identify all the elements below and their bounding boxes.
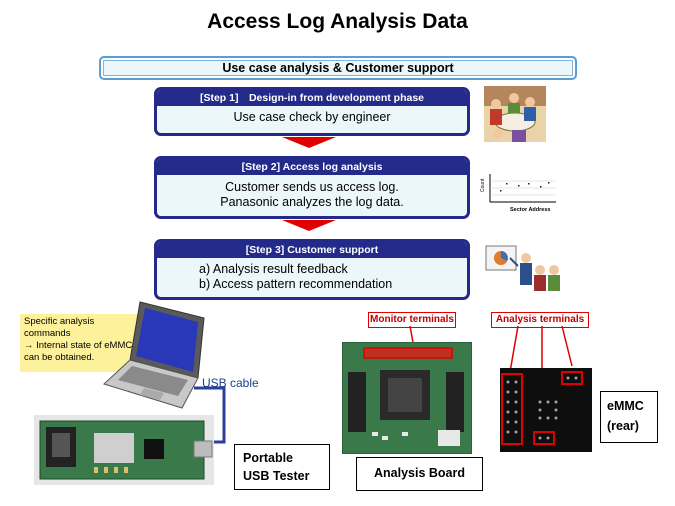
down-arrow-1 <box>282 137 336 148</box>
presentation-clipart-image <box>482 244 562 294</box>
monitor-terminals-tag: Monitor terminals <box>368 312 456 328</box>
step-3-box: [Step 3] Customer support a) Analysis re… <box>154 239 470 300</box>
emmc-line-1: eMMC <box>607 399 644 413</box>
analysis-commands-note: Specific analysis commands → Internal st… <box>20 314 138 372</box>
chart-xlabel: Sector Address <box>510 207 550 213</box>
down-arrow-2 <box>282 220 336 231</box>
step-2-line-1: Customer sends us access log. <box>225 180 399 194</box>
analysis-terminals-tag: Analysis terminals <box>491 312 589 328</box>
meeting-clipart-image <box>484 86 546 142</box>
usb-tester-board-image <box>34 415 214 485</box>
step-2-header: [Step 2] Access log analysis <box>157 159 467 175</box>
usb-cable-label: USB cable <box>202 376 259 390</box>
usb-tester-line-2: USB Tester <box>243 469 310 483</box>
note-line-1: Specific analysis <box>24 316 95 327</box>
note-line-3: → Internal state of eMMC <box>24 340 133 351</box>
page-title: Access Log Analysis Data <box>207 10 468 33</box>
chart-ylabel: Count <box>480 178 486 192</box>
step-2-box: [Step 2] Access log analysis Customer se… <box>154 156 470 219</box>
laptop-image <box>103 301 205 409</box>
usb-tester-line-1: Portable <box>243 451 294 465</box>
emmc-rear-label: eMMC (rear) <box>600 391 658 443</box>
note-line-4: can be obtained. <box>24 352 95 363</box>
step-1-line-1: Use case check by engineer <box>233 110 391 124</box>
portable-usb-tester-label: Portable USB Tester <box>234 444 330 490</box>
note-line-2: commands <box>24 328 71 339</box>
use-case-banner: Use case analysis & Customer support <box>99 56 577 80</box>
step-3-header: [Step 3] Customer support <box>157 242 467 258</box>
step-1-header: [Step 1] Design-in from development phas… <box>157 90 467 106</box>
emmc-rear-image <box>500 368 592 452</box>
step-1-box: [Step 1] Design-in from development phas… <box>154 87 470 136</box>
step-2-line-2: Panasonic analyzes the log data. <box>220 195 404 209</box>
step-3-line-2: b) Access pattern recommendation <box>199 277 393 291</box>
analysis-board-image <box>342 342 472 454</box>
usb-cable-line <box>194 386 226 444</box>
access-log-chart-thumbnail: Count Sector Address <box>480 170 560 216</box>
analysis-board-label: Analysis Board <box>356 457 483 491</box>
step-3-line-1: a) Analysis result feedback <box>199 262 348 276</box>
emmc-line-2: (rear) <box>607 419 639 433</box>
